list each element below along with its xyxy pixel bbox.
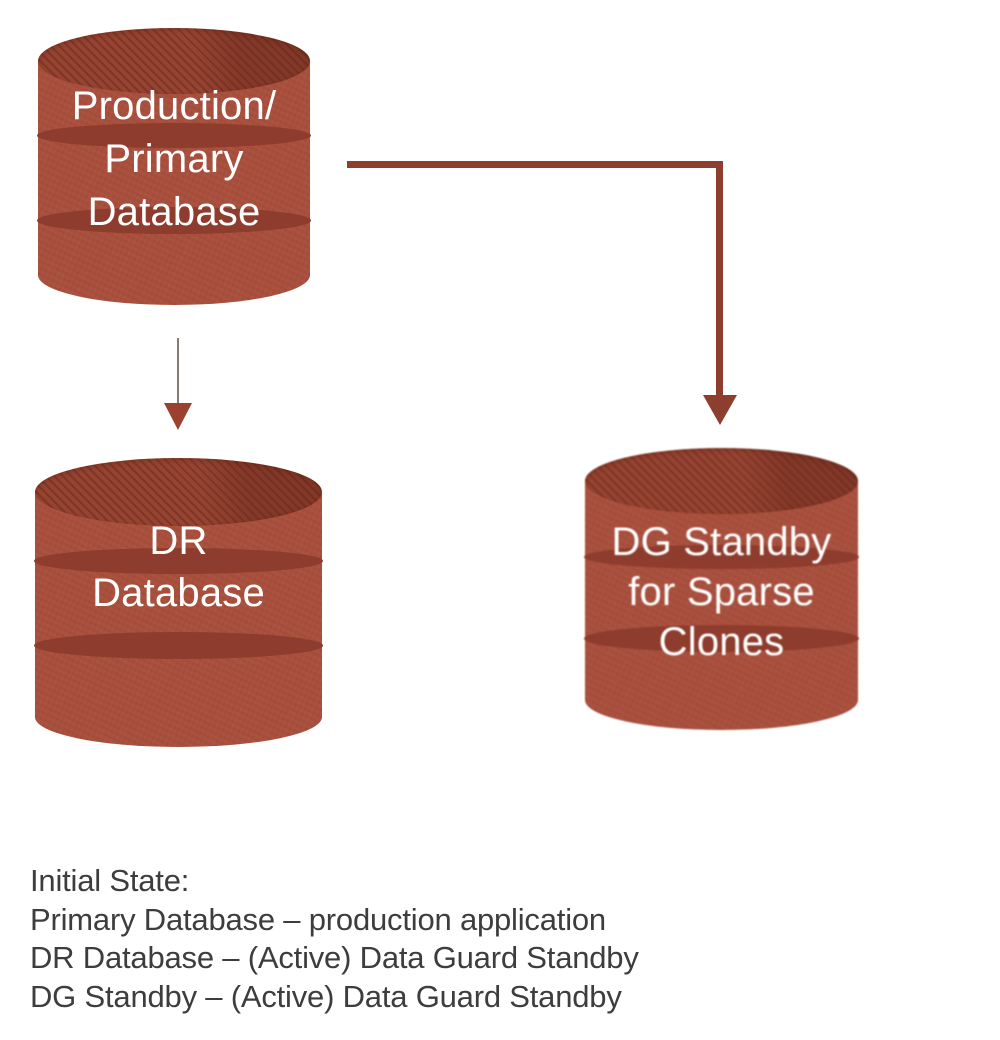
- database-icon-top: [38, 28, 310, 94]
- node-label-line: Primary: [104, 137, 244, 181]
- node-label: DR Database: [35, 515, 322, 619]
- arrow-primary-to-dg-horizontal: [347, 161, 723, 168]
- node-label: DG Standby for Sparse Clones: [585, 517, 858, 667]
- caption-line: Initial State:: [30, 863, 190, 898]
- cylinder-band: [36, 207, 312, 234]
- arrow-primary-to-dr-line: [177, 338, 179, 403]
- node-label: Production/ Primary Database: [38, 80, 310, 239]
- node-label-line: DG Standby: [611, 520, 832, 564]
- arrow-primary-to-dr-head: [164, 403, 192, 430]
- database-icon-top: [585, 448, 858, 514]
- cylinder-body: [33, 492, 324, 747]
- node-label-line: Database: [87, 190, 261, 234]
- cylinder-band: [583, 545, 860, 569]
- database-icon-top: [35, 458, 322, 526]
- node-label-line: Database: [92, 571, 265, 615]
- caption-line: DG Standby – (Active) Data Guard Standby: [30, 978, 622, 1014]
- cylinder-band: [33, 632, 324, 659]
- caption: Initial State: Primary Database – produc…: [30, 862, 639, 1016]
- arrow-primary-to-dg-vertical: [716, 161, 723, 396]
- dr-database-node: DR Database: [33, 458, 324, 747]
- dg-standby-node: DG Standby for Sparse Clones: [583, 448, 860, 730]
- node-label-line: for Sparse: [628, 570, 815, 614]
- cylinder-band: [583, 625, 860, 652]
- cylinder-band: [33, 548, 324, 574]
- primary-database-node: Production/ Primary Database: [36, 28, 312, 305]
- cylinder-body: [583, 481, 860, 730]
- node-label-line: Production/: [71, 84, 277, 128]
- caption-line: Primary Database – production applicatio…: [30, 901, 606, 937]
- node-label-line: Clones: [658, 620, 785, 664]
- node-label-line: DR: [149, 519, 208, 563]
- cylinder-body: [36, 61, 312, 305]
- cylinder-band: [36, 123, 312, 148]
- caption-line: DR Database – (Active) Data Guard Standb…: [30, 940, 639, 975]
- arrow-primary-to-dg-head: [703, 395, 737, 425]
